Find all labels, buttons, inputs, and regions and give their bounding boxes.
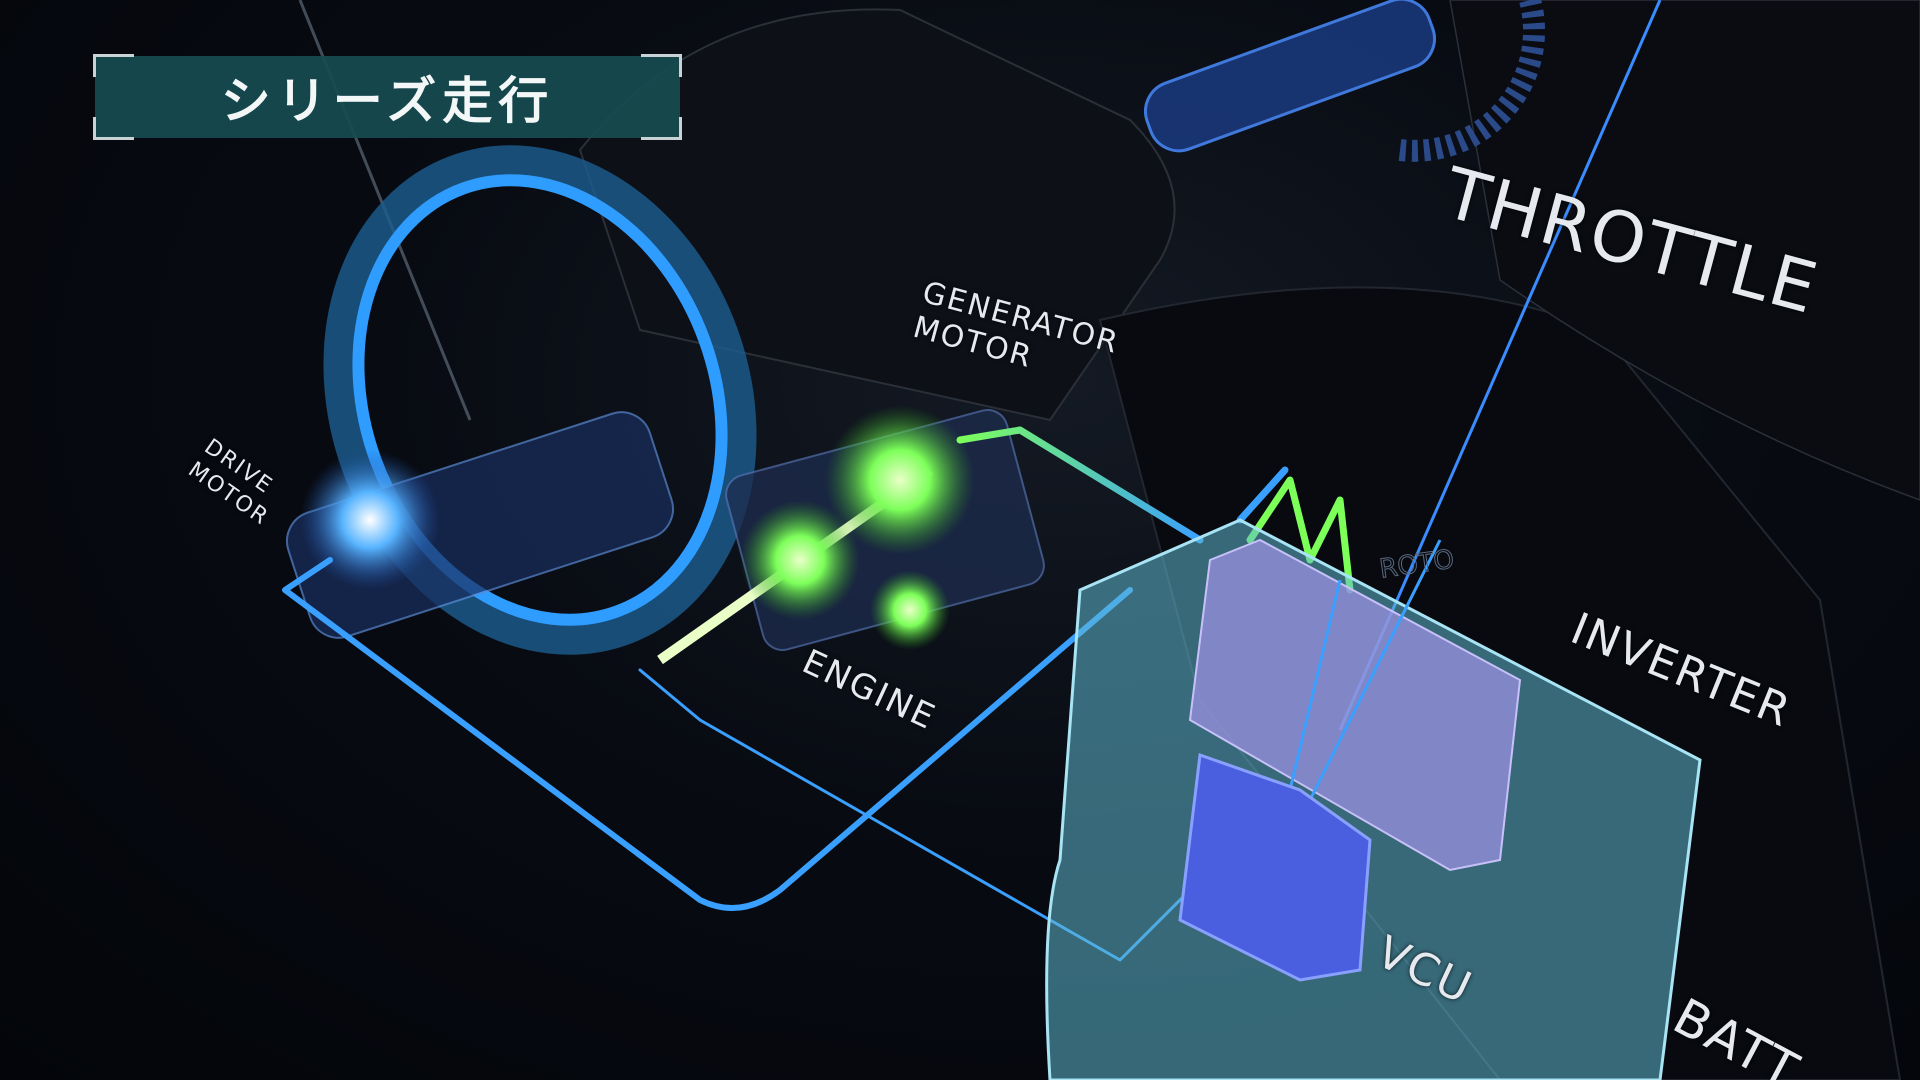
engine-generator	[657, 405, 1045, 665]
corner-bracket	[641, 117, 682, 140]
inverter-block	[1188, 538, 1522, 872]
mode-title: シリーズ走行	[220, 72, 555, 130]
vcu-block	[1178, 752, 1372, 982]
corner-bracket	[93, 54, 134, 77]
corner-bracket	[93, 117, 134, 140]
corner-bracket	[641, 54, 682, 77]
drive-motor	[286, 411, 674, 639]
mode-title-banner: シリーズ走行	[93, 54, 682, 140]
